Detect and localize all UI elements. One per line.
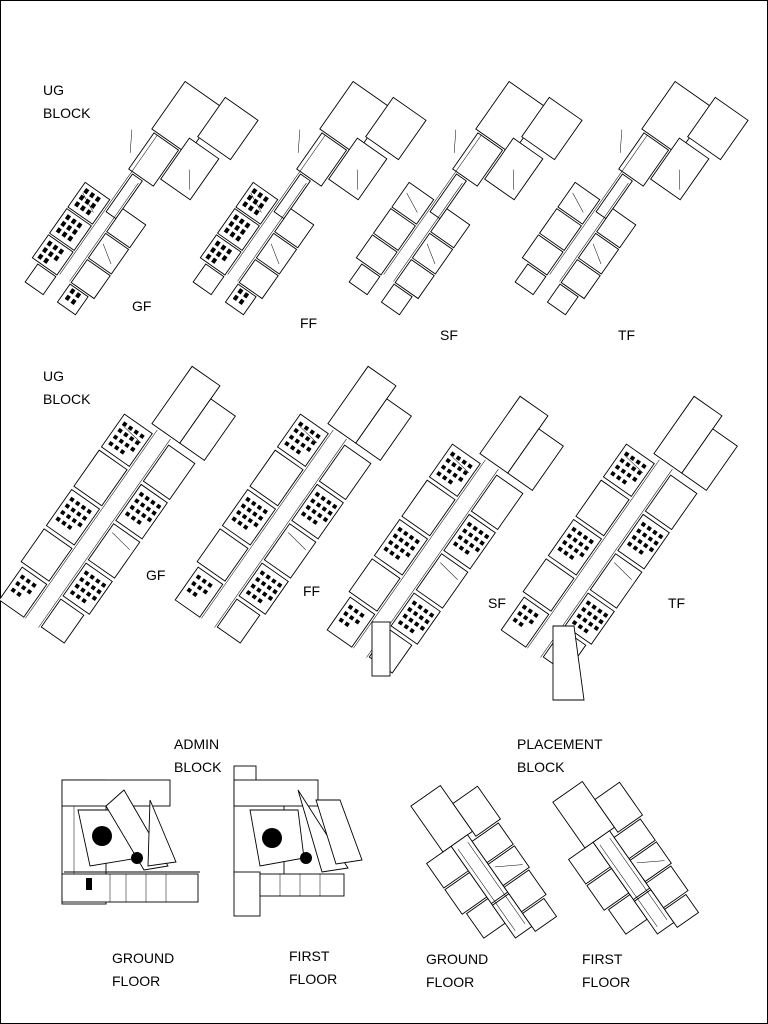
plan-placement-gf [394, 767, 566, 961]
plan-ug2-sf-annex [371, 621, 391, 677]
label-row1-gf: GF [132, 298, 152, 314]
label-admin-ground-floor: GROUND FLOOR [112, 950, 175, 989]
label-placement-ground-floor: GROUND FLOOR [426, 951, 489, 990]
label-admin-first-floor: FIRST FLOOR [289, 948, 338, 987]
label-row2-sf: SF [488, 595, 506, 611]
label-placement-block: PLACEMENT BLOCK [517, 736, 603, 775]
label-ug-block-top: UG BLOCK [43, 82, 91, 121]
label-row2-tf: TF [668, 595, 686, 611]
plan-ug1-tf [508, 59, 749, 339]
label-row1-ff: FF [300, 315, 318, 331]
plan-admin-gf [61, 779, 200, 905]
label-admin-block: ADMIN BLOCK [174, 736, 222, 775]
label-ug-block-middle: UG BLOCK [43, 368, 91, 407]
plan-ug2-tf-annex [552, 625, 585, 701]
label-placement-first-floor: FIRST FLOOR [582, 951, 631, 990]
label-row1-tf: TF [618, 327, 636, 343]
label-row1-sf: SF [440, 327, 458, 343]
plan-admin-ff [233, 765, 363, 917]
plan-placement-ff [536, 763, 708, 957]
label-row2-ff: FF [303, 583, 321, 599]
label-row2-gf: GF [146, 567, 166, 583]
